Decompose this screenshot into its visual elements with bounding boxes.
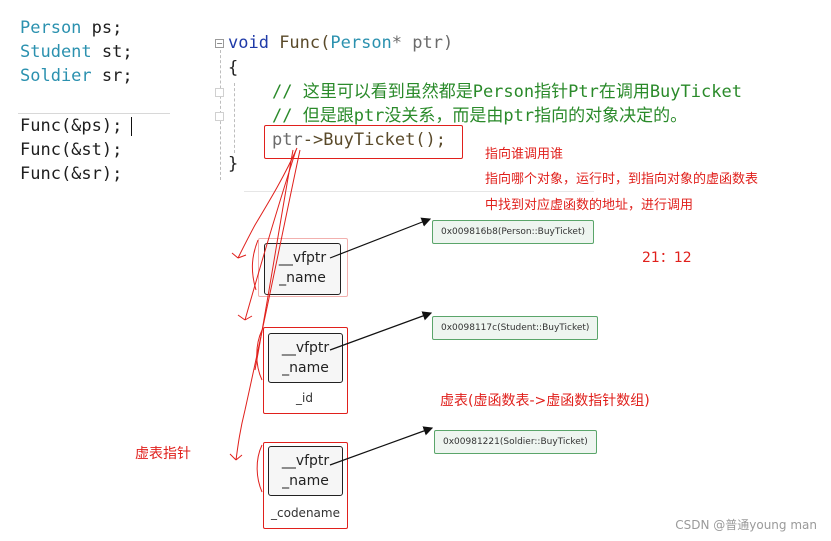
open-brace: { [228,58,239,78]
declaration-person: Person ps; [20,18,122,38]
student-bracket-mark [256,329,263,381]
student-vfptr: __vfptr [281,340,330,356]
person-object-frame [258,238,348,297]
call-func-st: Func(&st); [20,140,123,160]
indent-guide [234,83,235,153]
vtable-student: 0x0098117c(Student::BuyTicket) [432,316,599,340]
type-student: Student [20,42,92,62]
student-id-field: _id [296,391,313,405]
person-bracket-mark [251,239,259,291]
current-line-marker [18,113,170,114]
func-name: Func( [268,33,331,53]
vtable-person: 0x009816b8(Person::BuyTicket) [432,220,595,244]
comment-line-2: // 但是跟ptr没关系，而是由ptr指向的对象决定的。 [272,106,688,126]
var-sr: sr; [91,66,133,86]
student-name-field: _name [282,360,329,376]
vtable-label: 虚表(虚函数表->虚函数指针数组) [440,393,650,409]
var-st: st; [91,42,133,62]
note-time: 21：12 [642,250,692,266]
vfptr-label: 虚表指针 [135,446,191,462]
student-vfptr-arrow [329,311,433,351]
text-cursor [131,117,132,136]
call-func-ps: Func(&ps); [20,116,123,136]
buyticket-token: ->BuyTicket(); [302,130,447,150]
ptr-to-student-line [237,149,297,321]
soldier-base-part: __vfptr _name [268,446,343,496]
ptr-token: ptr [272,130,303,150]
note-find-address: 中找到对应虚函数的地址，进行调用 [485,198,694,213]
ptr-to-soldier-line [229,149,301,461]
func-signature: void Func(Person* ptr) [228,33,453,53]
note-runtime-lookup: 指向哪个对象，运行时，到指向对象的虚函数表 [485,172,759,187]
soldier-name-field: _name [282,473,329,489]
param-type: Person [330,33,392,53]
soldier-vfptr: __vfptr [281,453,330,469]
ptr-scribble-line [254,149,294,371]
ptr-to-person-line [231,147,298,259]
soldier-object [263,442,348,529]
person-object: __vfptr _name [264,243,341,295]
note-call-target: 指向谁调用谁 [485,147,564,162]
comment-line-1: // 这里可以看到虽然都是Person指针Ptr在调用BuyTicket [272,82,742,102]
close-brace: } [228,154,239,174]
buyticket-call: ptr->BuyTicket(); [272,130,446,150]
fold-marker-icon [215,88,224,97]
call-func-sr: Func(&sr); [20,164,123,184]
vtable-soldier: 0x00981221(Soldier::BuyTicket) [434,430,597,454]
student-base-part: __vfptr _name [268,333,343,383]
buyticket-call-highlight [264,125,463,159]
soldier-vfptr-arrow [329,426,434,466]
soldier-bracket-mark [256,444,263,493]
soldier-codename-field: _codename [271,506,340,520]
student-object [263,327,348,414]
person-vfptr-arrow [329,217,432,259]
declaration-soldier: Soldier sr; [20,66,133,86]
person-vfptr: __vfptr [278,250,327,266]
fold-marker-icon [215,112,224,121]
type-person: Person [20,18,82,38]
param-name: * ptr) [391,33,454,53]
csdn-watermark: CSDN @普通young man [675,518,817,532]
declaration-student: Student st; [20,42,133,62]
collapse-toggle-icon[interactable]: − [215,39,224,48]
keyword-void: void [228,33,269,53]
divider [244,191,594,192]
person-name-field: _name [279,270,326,286]
type-soldier: Soldier [20,66,92,86]
var-ps: ps; [81,18,123,38]
